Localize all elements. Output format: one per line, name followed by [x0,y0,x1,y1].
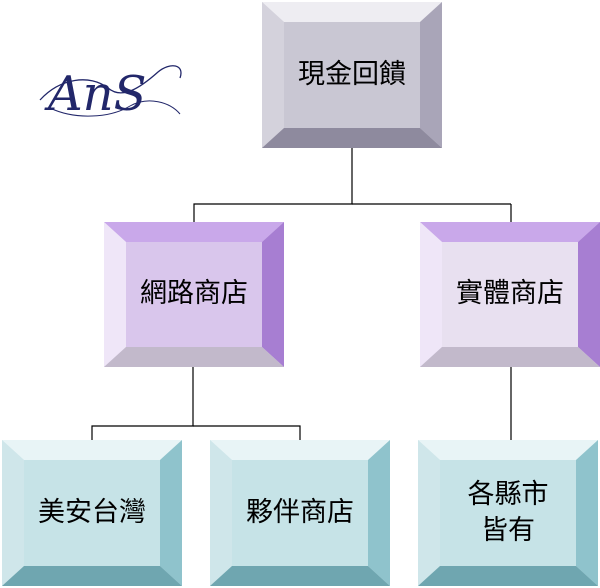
branch-label-physical: 實體商店 [456,278,564,310]
leaf-label-market-america: 美安台灣 [38,496,146,528]
root-label: 現金回饋 [298,58,406,90]
leaf-label-line-2: 皆有 [481,515,535,546]
connector-root-branches [193,148,353,222]
leaf-label-line-1: 各縣市 [467,478,549,510]
branch-node-physical: 實體商店 [420,222,600,367]
branch-label-online: 網路商店 [140,278,248,310]
leaf-node-market-america: 美安台灣 [2,440,182,586]
branch-node-online: 網路商店 [104,222,284,367]
leaf-node-all-counties: 各縣市 皆有 [418,440,598,586]
leaf-node-partner-stores: 夥伴商店 [210,440,390,586]
leaf-label-partner-stores: 夥伴商店 [246,496,354,528]
connector-online-leaves [91,367,194,440]
ans-logo: AnS [30,58,195,128]
root-node: 現金回饋 [262,2,442,148]
leaf-label-all-counties: 各縣市 皆有 [418,440,598,586]
logo-text: AnS [44,66,146,122]
